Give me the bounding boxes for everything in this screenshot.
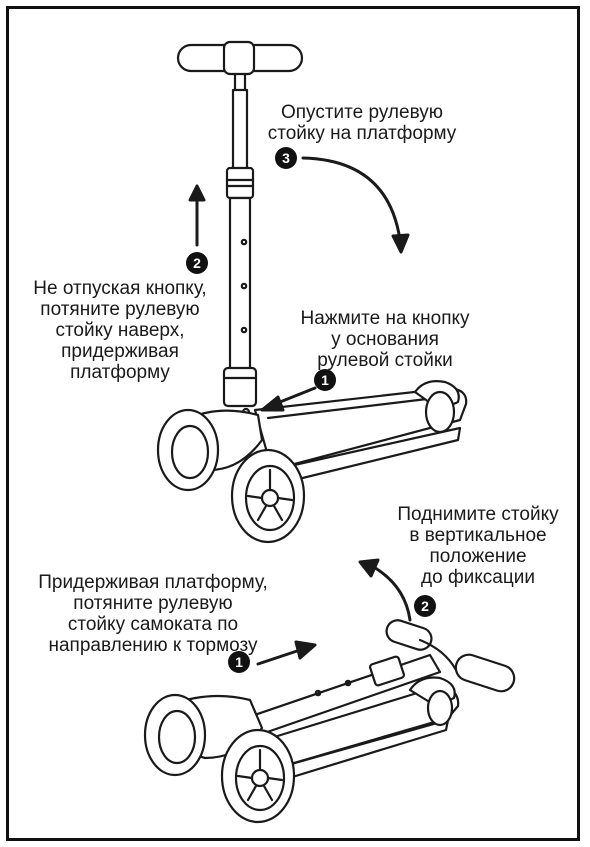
step1-bottom-text: Придерживая платформу, потяните рулевую … <box>18 572 288 656</box>
step1-top-line: рулевой стойки <box>285 350 485 371</box>
step1-top-text: Нажмите на кнопку у основания рулевой ст… <box>285 308 485 371</box>
step1-bottom-line: стойку самоката по <box>18 614 288 635</box>
step3-text: Опустите рулевую стойку на платформу <box>262 102 462 144</box>
step2-top-text: Не отпуская кнопку, потяните рулевую сто… <box>20 278 220 383</box>
lower-stem-arrow <box>303 158 408 252</box>
step2-top-line: потяните рулевую <box>20 299 220 320</box>
step1-bottom-line: Придерживая платформу, <box>18 572 288 593</box>
step2-bottom-text: Поднимите стойку в вертикальное положени… <box>378 504 578 588</box>
step2-top-line: Не отпуская кнопку, <box>20 278 220 299</box>
step2-bottom-line: положение <box>378 546 578 567</box>
step2-bottom-badge: 2 <box>414 595 436 617</box>
step1-top-line: у основания <box>285 329 485 350</box>
step2-top-badge: 2 <box>186 252 208 274</box>
pull-up-arrow <box>190 186 204 245</box>
step1-top-badge: 1 <box>314 369 336 391</box>
step3-line2: стойку на платформу <box>262 123 462 144</box>
step2-bottom-line: Поднимите стойку <box>378 504 578 525</box>
step2-top-line: стойку наверх, <box>20 320 220 341</box>
step3-badge: 3 <box>275 147 297 169</box>
step1-bottom-badge: 1 <box>228 651 250 673</box>
step2-top-line: придерживая <box>20 341 220 362</box>
step2-bottom-line: до фиксации <box>378 567 578 588</box>
step2-top-line: платформу <box>20 362 220 383</box>
step3-line1: Опустите рулевую <box>262 102 462 123</box>
step1-top-line: Нажмите на кнопку <box>285 308 485 329</box>
step1-bottom-line: потяните рулевую <box>18 593 288 614</box>
step2-bottom-line: в вертикальное <box>378 525 578 546</box>
step1-bottom-line: направлению к тормозу <box>18 635 288 656</box>
